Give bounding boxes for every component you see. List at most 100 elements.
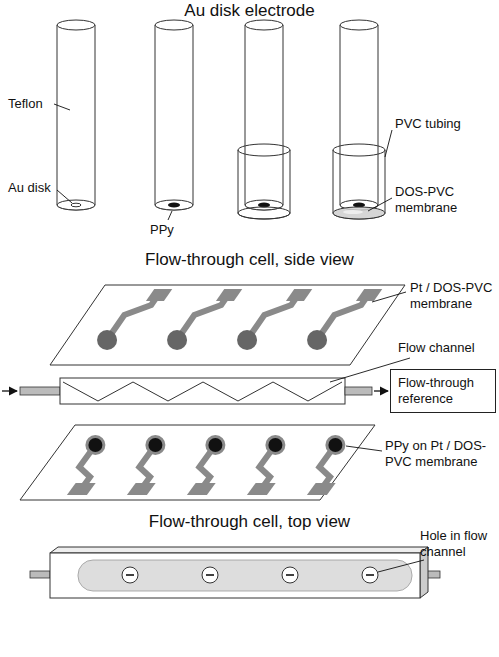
part-label: PVC tubing — [395, 116, 461, 132]
pt-electrode — [237, 330, 257, 350]
pt-electrode — [85, 435, 105, 455]
au-disk — [71, 203, 81, 207]
leader-line — [54, 104, 70, 110]
hole-mark — [206, 574, 214, 576]
part-label: Pt / DOS-PVC membrane — [410, 280, 498, 312]
tubing-end — [238, 207, 290, 219]
electrode-rods — [57, 20, 385, 219]
rod-body — [57, 25, 95, 210]
leader-line — [378, 560, 424, 572]
bottom-sheet — [20, 425, 375, 500]
part-label: DOS-PVC membrane — [395, 184, 485, 216]
contact-pad — [356, 289, 382, 301]
section-title: Flow-through cell, side view — [0, 250, 499, 270]
rod-body — [245, 25, 283, 210]
teflon-rod — [155, 20, 193, 210]
pt-lead — [177, 295, 228, 340]
ppy-electrode — [328, 438, 342, 452]
box-label: Flow-through reference — [398, 375, 488, 407]
tubing-top — [333, 144, 385, 156]
top-sheet — [50, 285, 405, 365]
channel-hole — [122, 567, 138, 583]
part-label: PPy — [150, 222, 174, 238]
pt-lead — [317, 295, 368, 340]
ppy-electrode — [148, 438, 162, 452]
leader-line — [368, 198, 392, 211]
flow-channel — [60, 378, 345, 404]
channel-hole — [282, 567, 298, 583]
teflon-rod — [333, 20, 385, 219]
pt-electrode — [205, 435, 225, 455]
dos-pvc-membrane — [333, 207, 385, 219]
part-label: Teflon — [8, 96, 43, 112]
slab-top-face — [50, 547, 428, 553]
bottom-electrodes — [67, 435, 346, 495]
part-label: Flow channel — [398, 340, 475, 356]
side-view — [2, 285, 405, 500]
ppy-electrode — [268, 438, 282, 452]
outlet-tube — [345, 387, 372, 395]
contact-pad — [307, 483, 336, 495]
pt-electrode — [307, 330, 327, 350]
holes — [122, 567, 378, 583]
contact-pad — [247, 483, 276, 495]
rod-top — [245, 20, 283, 30]
leader-line — [346, 446, 382, 451]
channel-hole — [362, 567, 378, 583]
section-title: Au disk electrode — [0, 1, 499, 21]
leader-lines — [54, 104, 424, 572]
channel-hole — [202, 567, 218, 583]
teflon-rod — [238, 20, 290, 219]
channel-zigzag — [63, 382, 342, 401]
rod-end — [155, 200, 193, 210]
part-label: PPy on Pt / DOS-PVC membrane — [385, 438, 495, 470]
outlet-arrow — [374, 390, 388, 391]
leader-line — [372, 292, 406, 302]
rod-body — [155, 25, 193, 210]
contact-pad — [216, 289, 242, 301]
contact-pad — [67, 483, 96, 495]
contact-pad — [286, 289, 312, 301]
ppy-layer — [168, 203, 180, 208]
rod-end — [57, 200, 95, 210]
pvc-tubing — [238, 150, 290, 219]
rod-end — [245, 200, 283, 210]
contact-pad — [146, 289, 172, 301]
hole-mark — [126, 574, 134, 576]
channel-outline — [78, 560, 412, 591]
cell-slab — [50, 553, 420, 598]
hole-mark — [286, 574, 294, 576]
pt-lead — [247, 295, 298, 340]
pvc-tubing — [333, 150, 385, 219]
part-label: Au disk — [8, 180, 51, 196]
pt-lead — [107, 295, 158, 340]
ppy-electrode — [208, 438, 222, 452]
hole-mark — [366, 574, 374, 576]
rod-body — [340, 25, 378, 210]
leader-line — [168, 211, 172, 220]
pt-electrode — [97, 330, 117, 350]
teflon-rod — [57, 20, 95, 210]
inlet-arrow — [2, 390, 17, 391]
pt-electrode — [325, 435, 345, 455]
leader-line — [385, 130, 392, 157]
inlet-tube — [30, 571, 50, 578]
pt-electrode — [145, 435, 165, 455]
rod-top — [57, 20, 95, 30]
tubing-top — [238, 144, 290, 156]
part-label: Hole in flow channel — [420, 528, 498, 560]
top-view — [30, 547, 440, 598]
pt-electrode — [167, 330, 187, 350]
membrane-sheen — [343, 210, 363, 214]
inlet-tube — [20, 387, 60, 395]
rod-top — [340, 20, 378, 30]
top-electrodes — [97, 289, 382, 350]
ppy-electrode — [88, 438, 102, 452]
leader-line — [57, 190, 72, 203]
pt-electrode — [265, 435, 285, 455]
contact-pad — [127, 483, 156, 495]
contact-pad — [187, 483, 216, 495]
reference-box: Flow-through reference — [390, 369, 496, 413]
rod-top — [155, 20, 193, 30]
